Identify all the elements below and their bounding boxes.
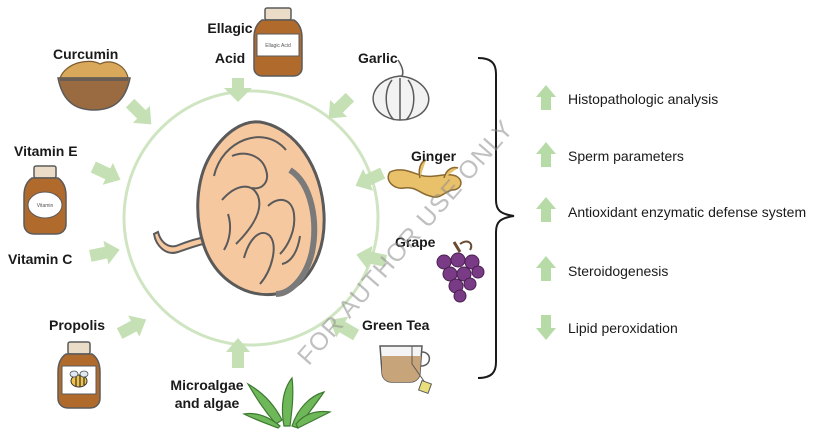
effect-sperm-parameters: Sperm parameters	[568, 148, 684, 164]
propolis-jar-icon	[58, 342, 100, 408]
arrow-from-vitamin-e	[88, 156, 125, 190]
grape-icon	[437, 242, 484, 302]
effect-steroidogenesis: Steroidogenesis	[568, 263, 668, 279]
label-ginger: Ginger	[411, 148, 456, 164]
label-vitamin-e: Vitamin E	[14, 143, 78, 159]
label-vitamin-c: Vitamin C	[8, 251, 72, 267]
arrow-from-ellagic	[224, 78, 252, 102]
arrow-from-garlic	[320, 89, 358, 127]
label-green-tea: Green Tea	[362, 317, 429, 333]
label-curcumin: Curcumin	[53, 46, 118, 62]
effect-antioxidant: Antioxidant enzymatic defense system	[568, 204, 806, 220]
vitamin-jar-label: Vitamin	[37, 203, 54, 209]
label-microalgae-1: Microalgae	[162, 377, 252, 393]
label-ellagic-1: Ellagic	[200, 20, 260, 36]
arrow-from-vitamin-c	[88, 238, 122, 268]
steroidogenesis-up-arrow-icon	[536, 256, 556, 281]
effect-histopathologic: Histopathologic analysis	[568, 91, 718, 107]
label-propolis: Propolis	[49, 317, 105, 333]
testis-icon	[154, 122, 324, 295]
ellagic-jar-label: Ellagic Acid	[265, 43, 291, 49]
lipid-down-arrow-icon	[536, 315, 556, 340]
curcumin-bowl-icon	[58, 61, 130, 110]
histopathologic-up-arrow-icon	[536, 85, 556, 110]
arrow-from-propolis	[114, 309, 152, 344]
arrow-from-curcumin	[122, 95, 160, 133]
effect-lipid-peroxidation: Lipid peroxidation	[568, 320, 678, 336]
algae-icon	[244, 378, 330, 428]
effects-bracket	[478, 58, 514, 378]
green-tea-cup-icon	[380, 346, 431, 393]
vitamin-jar-icon: Vitamin	[24, 166, 66, 234]
label-ellagic-2: Acid	[200, 50, 260, 66]
garlic-icon	[373, 60, 429, 120]
antioxidant-up-arrow-icon	[536, 197, 556, 222]
label-garlic: Garlic	[358, 50, 398, 66]
sperm-up-arrow-icon	[536, 142, 556, 167]
label-microalgae-2: and algae	[162, 395, 252, 411]
ellagic-acid-jar-icon: Ellagic Acid	[254, 8, 302, 76]
